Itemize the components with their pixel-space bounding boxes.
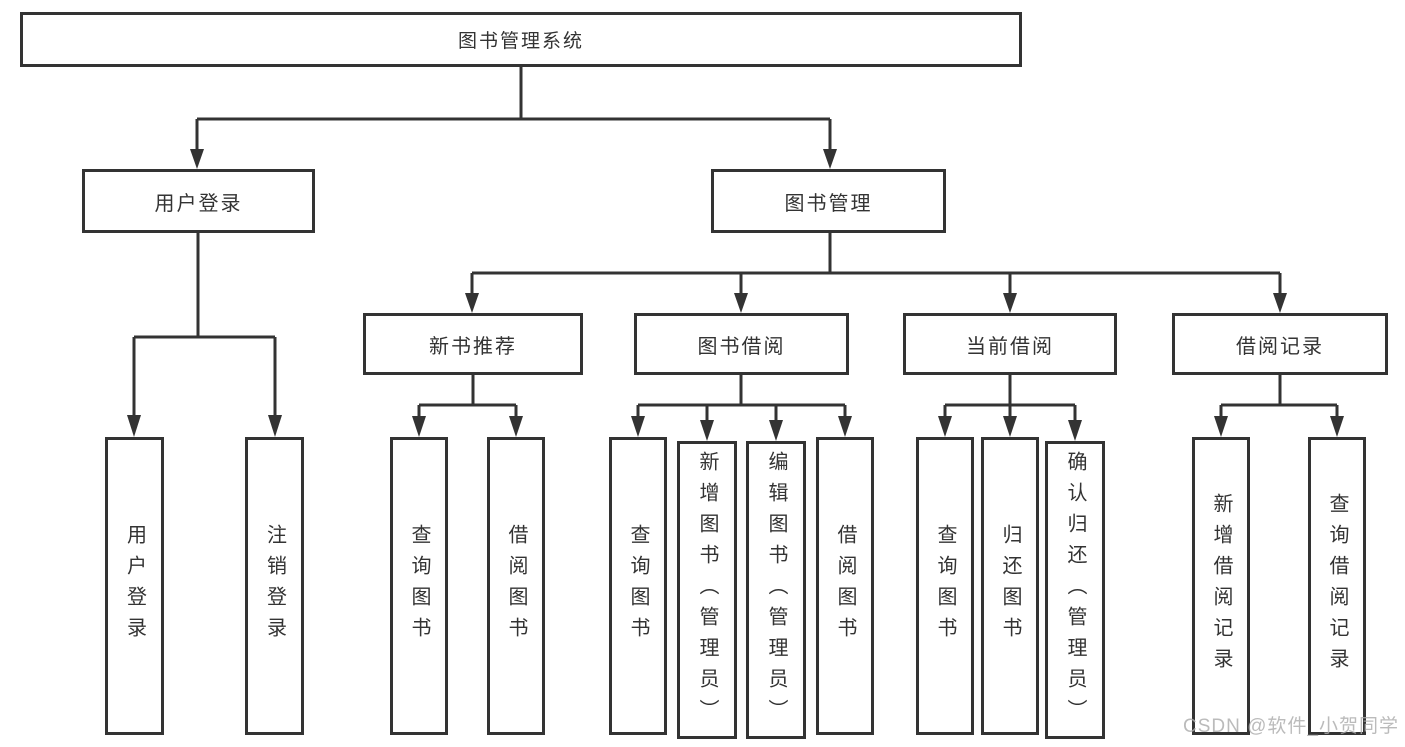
node-book-management: 图书管理 [711,169,946,233]
node-label: 新书推荐 [429,335,517,358]
node-label: 查询图书 [627,524,649,648]
leaf-return-books: 归还图书 [981,437,1039,735]
node-label: 借阅图书 [834,524,856,648]
leaf-add-borrow-record: 新增借阅记录 [1192,437,1250,735]
leaf-confirm-return-admin: 确认归还（管理员） [1045,441,1105,739]
node-label: 查询图书 [934,524,956,648]
node-label: 新增借阅记录 [1210,493,1232,679]
node-label: 编辑图书（管理员） [765,450,787,730]
leaf-query-books-rec: 查询图书 [390,437,448,735]
node-label: 借阅图书 [505,524,527,648]
node-label: 注销登录 [263,524,286,648]
leaf-logout: 注销登录 [245,437,304,735]
node-label: 用户登录 [123,524,146,648]
leaf-query-books-borrow: 查询图书 [609,437,667,735]
connector-book-borrowing-to-children [636,375,847,424]
arrowheads [127,149,1344,441]
leaf-query-borrow-record: 查询借阅记录 [1308,437,1366,735]
connector-root-to-level2 [195,67,832,152]
node-label: 新增图书（管理员） [696,450,718,730]
node-current-borrowing: 当前借阅 [903,313,1117,375]
node-label: 图书管理 [784,192,873,215]
connector-new-book-rec-to-children [417,375,518,420]
node-label: 图书借阅 [697,335,786,358]
node-label: 用户登录 [154,192,243,215]
leaf-add-book-admin: 新增图书（管理员） [677,441,737,739]
node-borrowing-records: 借阅记录 [1172,313,1388,375]
leaf-borrow-books-rec: 借阅图书 [487,437,545,735]
node-label: 确认归还（管理员） [1064,450,1086,730]
connector-book-management-to-level3 [470,233,1282,296]
leaf-edit-book-admin: 编辑图书（管理员） [746,441,806,739]
leaf-user-login: 用户登录 [105,437,164,735]
leaf-query-books-current: 查询图书 [916,437,974,735]
node-user-login: 用户登录 [82,169,315,233]
leaf-borrow-books: 借阅图书 [816,437,874,735]
node-label: 图书管理系统 [457,31,584,52]
connector-user-login-to-children [132,233,277,420]
node-library-management-system: 图书管理系统 [20,12,1022,67]
node-label: 当前借阅 [966,335,1054,358]
node-new-book-recommendation: 新书推荐 [363,313,583,375]
node-label: 归还图书 [999,524,1021,648]
node-label: 查询图书 [408,524,430,648]
connector-current-borrowing-to-children [943,375,1077,424]
node-book-borrowing: 图书借阅 [634,313,849,375]
csdn-watermark: CSDN @软件_小贺同学 [1183,716,1399,737]
node-label: 借阅记录 [1236,335,1324,358]
node-label: 查询借阅记录 [1326,493,1348,679]
connector-borrow-records-to-children [1219,375,1339,420]
